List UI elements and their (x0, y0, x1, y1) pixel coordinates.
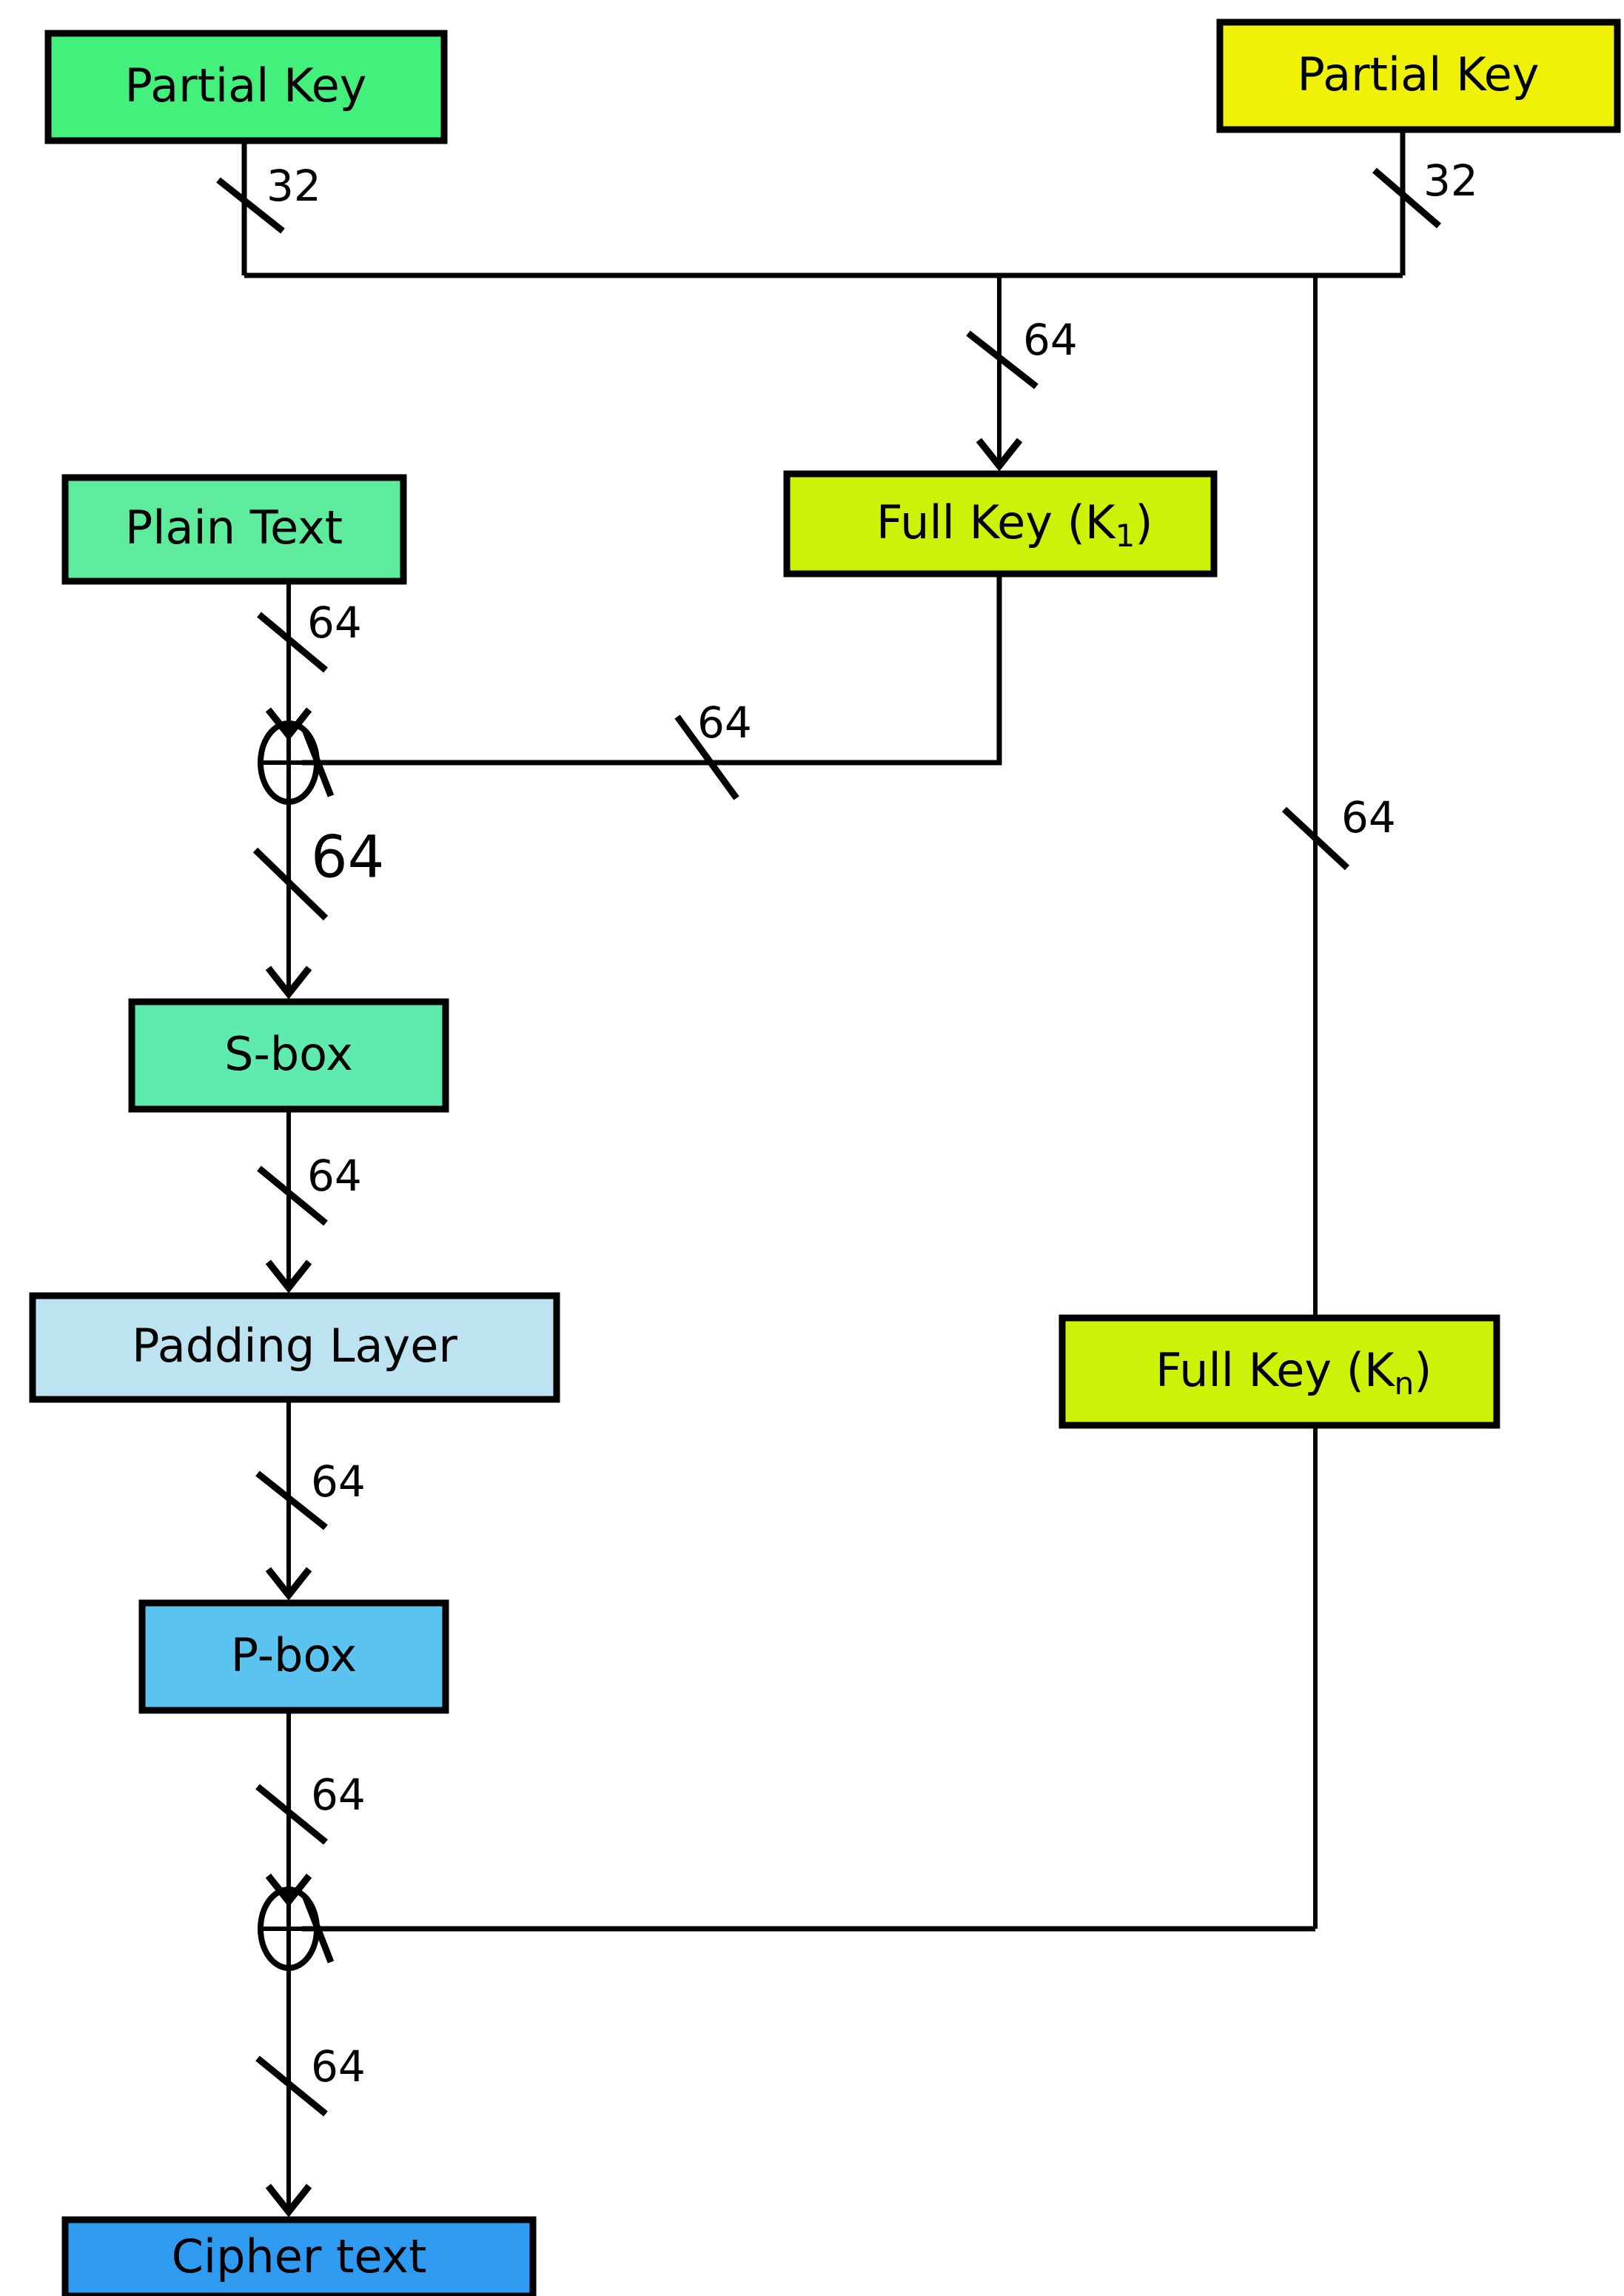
node-plain-text[interactable]: Plain Text (61, 474, 407, 585)
slash-right-rail (1281, 806, 1350, 871)
bitlabel-right-rail: 64 (1341, 792, 1396, 843)
bitlabel-plaintext: 64 (307, 598, 362, 648)
slash-xor-to-sbox (252, 847, 329, 921)
bitlabel-pbox-to-xor: 64 (311, 1770, 366, 1820)
slash-sbox-to-padding (257, 1165, 328, 1226)
full-key-kn-label-main: Full Key (K (1155, 1343, 1395, 1397)
partial-key-right-box[interactable] (1216, 19, 1621, 133)
wire-fullkey-k1-to-xor-top (302, 574, 1002, 766)
bitlabel-padding-to-pbox: 64 (311, 1456, 366, 1507)
full-key-k1-subscript: 1 (1115, 518, 1135, 554)
p-box-box[interactable] (138, 1599, 449, 1714)
bitlabel-sbox-to-padding: 64 (307, 1151, 362, 1201)
node-partial-key-left[interactable]: Partial Key (44, 30, 448, 144)
partial-key-left-label: Partial Key (125, 58, 367, 113)
slash-plaintext (257, 612, 328, 673)
slash-right-partialkey (1372, 167, 1441, 229)
xor-bottom-tick (302, 1896, 335, 1964)
slash-pbox-to-xor (255, 1784, 328, 1845)
plain-text-box[interactable] (61, 474, 407, 585)
node-padding-layer[interactable]: Padding Layer (29, 1292, 560, 1403)
bitlabel-right-partialkey: 32 (1423, 155, 1478, 206)
operator-xor-top (258, 720, 335, 805)
full-key-k1-box[interactable] (783, 470, 1218, 578)
slash-bus-to-fullkey-k1 (966, 330, 1039, 389)
s-box-label: S-box (224, 1027, 353, 1081)
bitlabel-xor-to-sbox: 64 (311, 824, 384, 891)
full-key-kn-label-end: ) (1414, 1343, 1432, 1397)
bitlabel-left-partialkey: 32 (266, 161, 321, 211)
plain-text-label: Plain Text (125, 501, 343, 555)
partial-key-right-label: Partial Key (1298, 47, 1540, 101)
s-box-box[interactable] (128, 998, 449, 1113)
full-key-kn-subscript: n (1395, 1365, 1415, 1402)
padding-layer-label: Padding Layer (132, 1319, 457, 1373)
full-key-kn-box[interactable] (1058, 1314, 1500, 1429)
full-key-k1-label: Full Key (K1) (774, 495, 1226, 553)
slash-left-partialkey (216, 177, 285, 234)
node-s-box[interactable]: S-box (128, 998, 449, 1113)
bitlabel-k1-to-xor: 64 (697, 697, 752, 748)
slash-xor-to-ciphertext (255, 2055, 328, 2117)
partial-key-left-box[interactable] (44, 30, 448, 144)
node-p-box[interactable]: P-box (138, 1599, 449, 1714)
cipher-text-box[interactable] (61, 2216, 537, 2296)
full-key-k1-label-main: Full Key (K (876, 495, 1116, 549)
node-full-key-k1[interactable]: Full Key (K1) (774, 470, 1226, 578)
cipher-text-label: Cipher text (172, 2229, 427, 2283)
xor-top-tick (302, 730, 335, 797)
operator-xor-bottom (258, 1887, 335, 1971)
node-partial-key-right[interactable]: Partial Key (1216, 19, 1621, 133)
slash-k1-to-xor (674, 714, 739, 800)
slash-padding-to-pbox (255, 1470, 328, 1530)
node-full-key-kn[interactable]: Full Key (Kn) (1053, 1314, 1505, 1429)
bitlabel-xor-to-ciphertext: 64 (311, 2041, 366, 2092)
node-cipher-text[interactable]: Cipher text (61, 2216, 537, 2296)
padding-layer-box[interactable] (29, 1292, 560, 1403)
p-box-label: P-box (231, 1628, 357, 1682)
bitlabel-bus-to-fullkey-k1: 64 (1023, 315, 1078, 365)
full-key-k1-label-end: ) (1135, 495, 1152, 549)
full-key-kn-label: Full Key (Kn) (1053, 1343, 1505, 1401)
